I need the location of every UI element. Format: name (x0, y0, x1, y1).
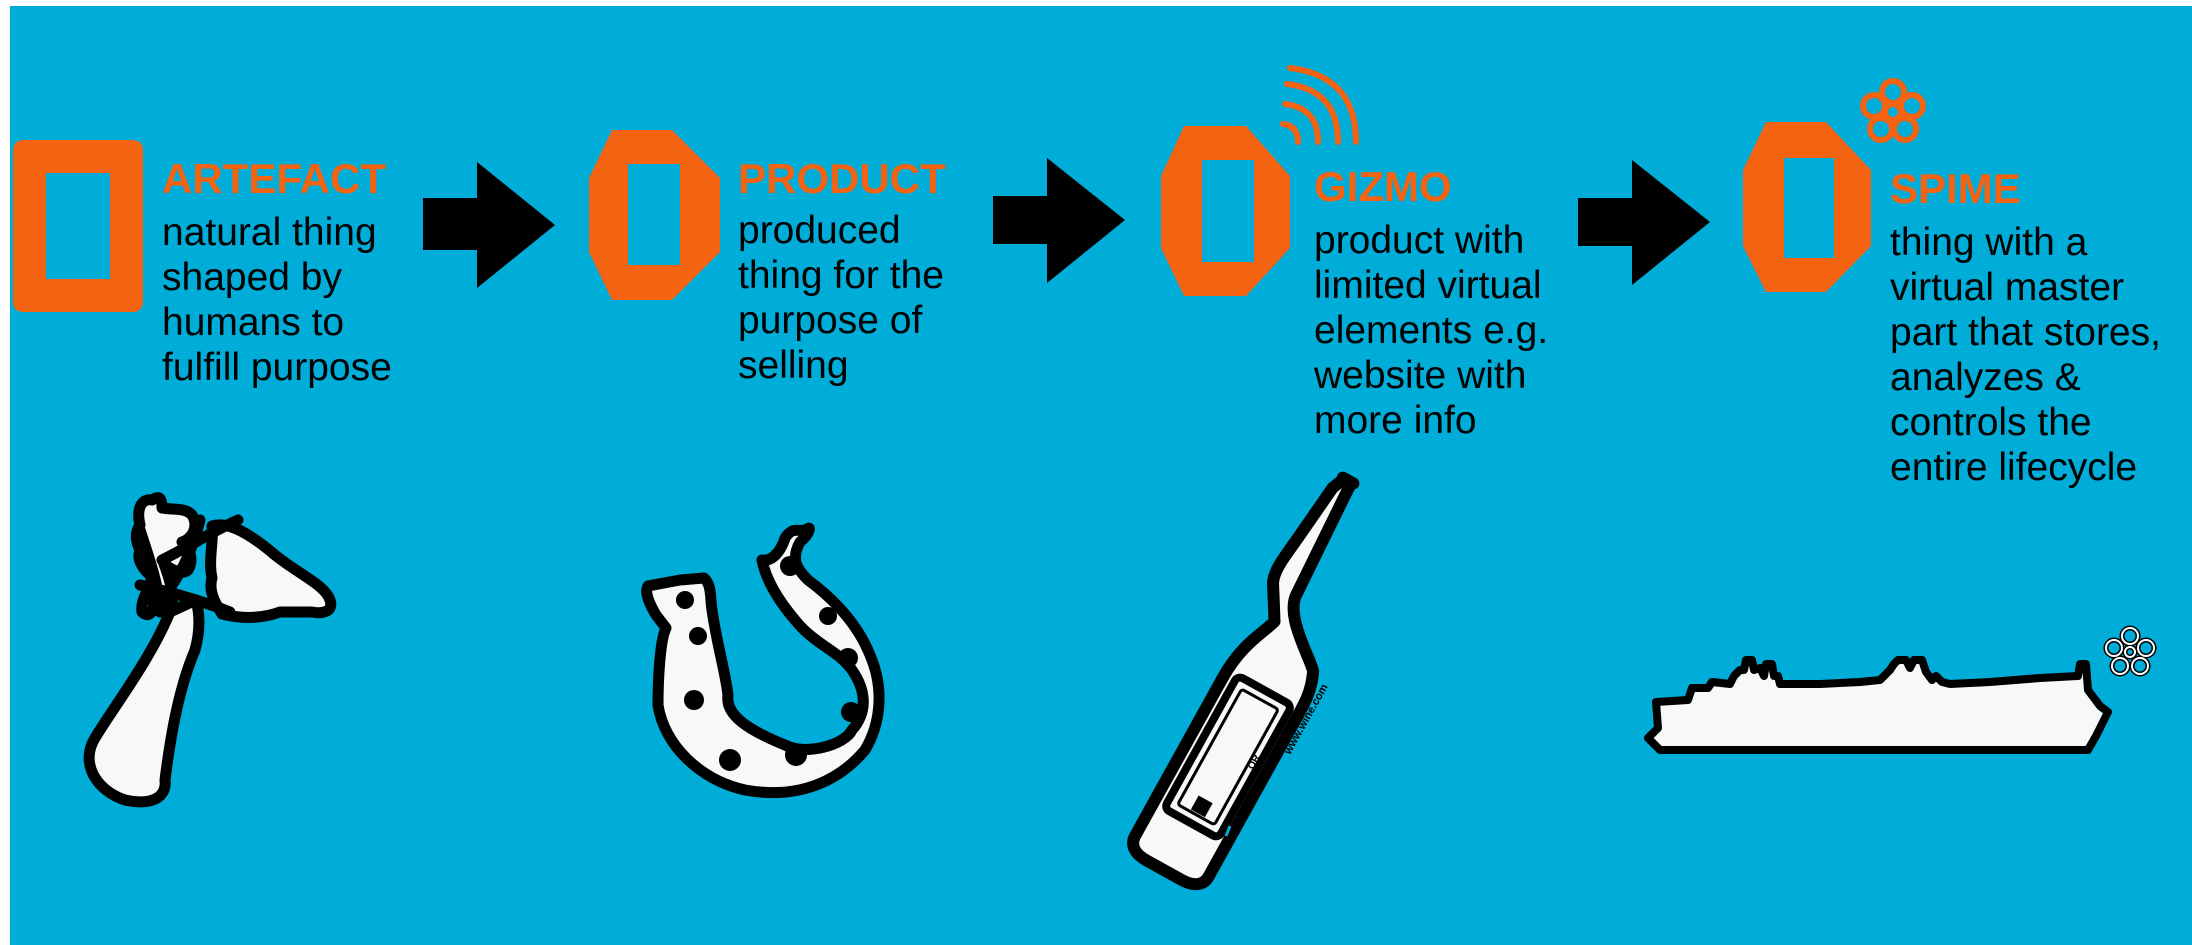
stage-title-gizmo: GIZMO (1314, 164, 1452, 210)
stage-title-spime: SPIME (1890, 166, 2021, 212)
wine-bottle-illustration (1123, 471, 1409, 890)
octagon-frame-icon (589, 130, 720, 300)
rectangle-frame-icon (13, 140, 143, 312)
wifi-signal-icon (1283, 68, 1356, 142)
stage-title-product: PRODUCT (738, 156, 946, 202)
flower-network-icon (1863, 81, 1923, 140)
cargo-ship-illustration (1648, 628, 2154, 750)
stage-description-product: produced thing for the purpose of sellin… (738, 208, 944, 388)
stage-description-gizmo: product with limited virtual elements e.… (1314, 218, 1548, 443)
right-arrow-icon (993, 158, 1125, 283)
right-arrow-icon (423, 162, 555, 288)
stage-title-artefact: ARTEFACT (162, 156, 386, 202)
stone-axe-illustration (89, 498, 331, 802)
octagon-frame-icon (1743, 122, 1871, 292)
horseshoe-illustration (647, 528, 879, 792)
stage-description-artefact: natural thing shaped by humans to fulfil… (162, 210, 392, 390)
octagon-frame-icon (1161, 126, 1290, 296)
right-arrow-icon (1578, 160, 1710, 285)
stage-description-spime: thing with a virtual master part that st… (1890, 220, 2161, 490)
